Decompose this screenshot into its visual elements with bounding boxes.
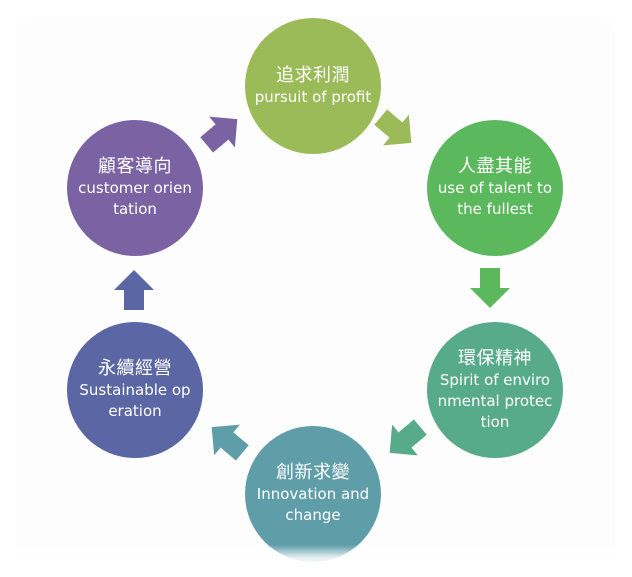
node-customer-orientation: 顧客導向 customer orientation [67,120,203,256]
node-label-en: customer orientation [78,179,192,218]
node-label-zh: 創新求變 [276,462,350,483]
arrow-sustainable-to-customer-icon [112,268,156,312]
node-label-en: pursuit of profit [254,87,372,106]
node-label-zh: 環保精神 [458,347,532,369]
arrow-profit-to-talent-icon [365,99,427,161]
node-label-en: use of talent to the fullest [437,179,553,218]
node-label-zh: 顧客導向 [98,156,172,177]
node-label-en: Spirit of environmental protection [437,370,553,431]
arrow-customer-to-profit-icon [191,101,253,163]
node-label-zh: 人盡其能 [458,156,532,177]
node-label-en: Innovation and change [256,485,370,524]
node-environmental-protection: 環保精神 Spirit of environmental protection [427,322,563,458]
node-innovation-and-change: 創新求變 Innovation and change [245,426,381,562]
arrow-talent-to-environment-icon [468,266,512,310]
node-pursuit-of-profit: 追求利潤 pursuit of profit [245,18,381,154]
node-label-zh: 永續經營 [98,358,172,379]
node-label-en: Sustainable operation [79,381,191,420]
reflection-fade [0,545,632,577]
arrow-innovation-to-sustainable-icon [196,409,258,471]
arrow-environment-to-innovation-icon [374,409,436,471]
node-sustainable-operation: 永續經營 Sustainable operation [67,322,203,458]
node-label-zh: 追求利潤 [276,64,350,86]
node-use-of-talent: 人盡其能 use of talent to the fullest [427,120,563,256]
